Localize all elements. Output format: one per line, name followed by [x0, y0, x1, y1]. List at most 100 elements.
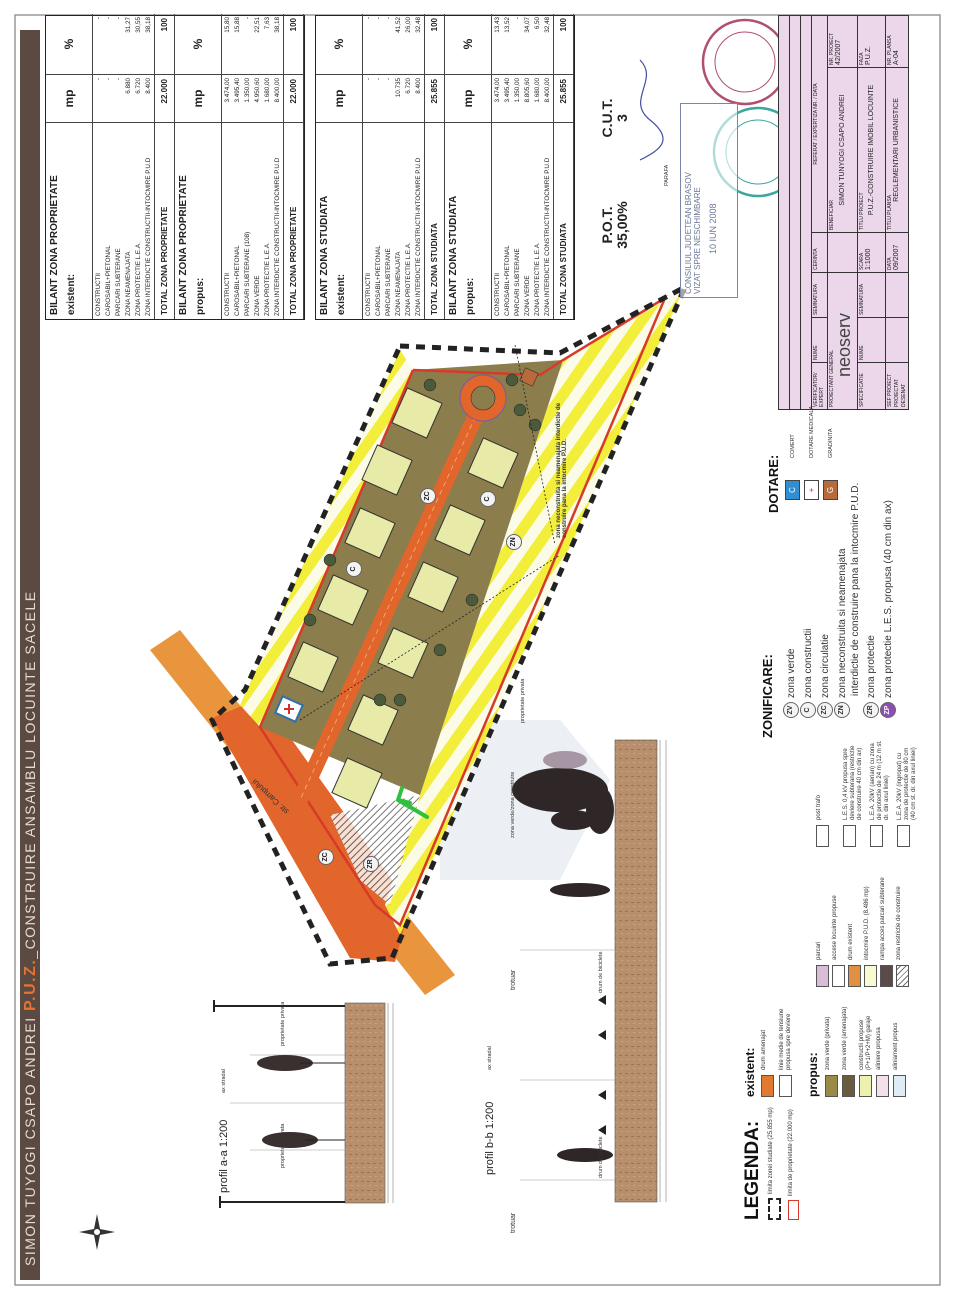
verificator-header: VERIFICATOR/ EXPERT — [812, 362, 827, 409]
tree — [373, 693, 387, 707]
table-section-label: propus: — [465, 277, 476, 315]
unit-header-mp: mp — [46, 74, 93, 122]
table-row-name: ZONA INTERDICTIE CONSTRUCTII-INTOCMIRE P… — [274, 157, 281, 316]
zone-code-badge: ZC — [817, 702, 834, 718]
table-row-mp: 8.400,00 — [544, 78, 551, 103]
table-row-name: CONSTRUCTII — [365, 272, 372, 316]
titlu-proiect-label: TITLU PROIECT — [859, 192, 865, 230]
table-row-mp: - — [95, 78, 102, 81]
table-total-pct: 100 — [284, 14, 304, 74]
property-label: proprietate privata — [520, 678, 526, 723]
proiectat-label: PROIECTAT — [894, 379, 900, 407]
tree — [433, 643, 447, 657]
table-row-mp: 1.350,00 — [514, 78, 521, 103]
unit-header-mp: mp — [175, 74, 222, 122]
legend-label: rampa acces parcari subterane — [880, 877, 886, 960]
cut-label: C.U.T. — [599, 98, 615, 138]
legend-label: aliniament propus — [893, 1022, 899, 1070]
street-campului — [212, 698, 410, 962]
specificatie-header: SPECIFICATIE — [858, 362, 885, 409]
stamp-date: 10 IUN 2008 — [708, 203, 718, 254]
profile-a-a — [213, 1000, 394, 1208]
legend-label: drum amenajat — [761, 1029, 767, 1070]
legend-swatch — [843, 825, 856, 847]
table-total-label: TOTAL ZONA PROPRIETATE — [155, 122, 175, 319]
table-row-mp: 3.474,00 — [224, 78, 231, 103]
table-row-pct: - — [95, 17, 102, 20]
table-row-name: ZONA INTERDICTIE CONSTRUCTII-INTOCMIRE P… — [415, 157, 422, 316]
nr-proiect-value: 42/2007 — [835, 39, 842, 65]
table-row-mp: 8.400 — [145, 78, 152, 94]
legend-label: constructii propuse (P+1/P+2+M) garaje — [859, 1015, 872, 1070]
building-lot — [287, 641, 339, 693]
table-row-mp: 6.880 — [125, 78, 132, 94]
legend-label: accese locuinte propuse — [832, 895, 838, 960]
table-row-name: ZONA PROTECTIE L.E.A. — [135, 242, 142, 316]
table-row-name: CAROSABIL+PIETONAL — [234, 245, 241, 316]
section-marker — [213, 1000, 345, 1012]
legend-swatch — [788, 1200, 799, 1220]
table-row-mp: - — [365, 78, 372, 81]
legend-label: linie medie de tensiune propusa spre dev… — [779, 1008, 792, 1070]
dotare-label: DOTARE MEDICALA — [808, 405, 815, 458]
table-row-pct: 31,27 — [125, 17, 132, 33]
tree — [543, 751, 587, 769]
nume-header: NUME — [812, 317, 827, 362]
referat-header: REFERAT / EXPERTIZA NR. / DATA — [813, 83, 819, 165]
property-label: proprietate privata — [280, 1001, 286, 1046]
table-row-pct: - — [514, 17, 521, 20]
unit-header-pct: % — [445, 14, 492, 74]
table-row-name: PARCARI SUBTERANE — [514, 248, 521, 316]
legend-swatch — [761, 1075, 774, 1097]
table-total-mp: 22.000 — [155, 74, 175, 122]
stamp-line: CONSILIUL JUDETEAN BRASOV — [684, 172, 693, 294]
building-lot — [344, 507, 396, 559]
beneficiar-label: BENEFICIAR — [829, 199, 835, 230]
table-title: BILANT ZONA PROPRIETATE — [178, 175, 189, 315]
table-row-pct: 22,51 — [254, 17, 261, 33]
building-lot — [391, 387, 443, 439]
table-row-mp: 6.720 — [135, 78, 142, 94]
zonificare-title: ZONIFICARE: — [760, 654, 775, 738]
zonificare-item: Czona constructii — [800, 483, 817, 718]
table-row-pct: 32,48 — [544, 17, 551, 33]
tree — [465, 593, 479, 607]
table-row-name: CONSTRUCTII — [494, 272, 501, 316]
profile-bb-title: profil b-b 1:200 — [484, 1101, 496, 1175]
table-row-mp: - — [115, 78, 122, 81]
table-row-name: PARCARI SUBTERANE — [385, 248, 392, 316]
table-section-label: existent: — [66, 273, 77, 315]
section-marker — [219, 1196, 345, 1208]
legend-label: parcari — [816, 941, 822, 960]
cerinta-header: CERINTA — [812, 232, 827, 272]
legend-swatch — [825, 1075, 838, 1097]
zone-code-badge: ZN — [834, 702, 851, 718]
legend-swatch — [859, 1075, 872, 1097]
sidewalk-label: trotuar — [510, 1212, 517, 1233]
medical-cross-icon — [284, 704, 294, 714]
table-row-name: ZONA INTERDICTIE CONSTRUCTII-INTOCMIRE P… — [145, 157, 152, 316]
ground-band — [614, 739, 658, 1203]
signature — [639, 59, 664, 161]
table-row-mp: 4.950,60 — [254, 78, 261, 103]
legend-label: L.E.A. 20kV (ingropat) cu zona de protec… — [897, 747, 917, 820]
table-row-pct: 15,88 — [234, 17, 241, 33]
building-lot — [377, 627, 429, 679]
zonificare-item: ZVzona verde — [783, 483, 800, 718]
table-title: BILANT ZONA PROPRIETATE — [49, 175, 60, 315]
legend-label: aliniere propusa — [876, 1027, 882, 1070]
zone-label: zona protectie L.E.S. propusa (40 cm din… — [883, 500, 894, 698]
cj-brasov-stamp: CONSILIUL JUDETEAN BRASOV VIZAT SPRE NES… — [680, 103, 738, 298]
table-row-pct: 13,43 — [494, 17, 501, 33]
table-row-pct: 38,18 — [145, 17, 152, 33]
legend-property-limit: limita de proprietate (22.000 mp) — [788, 1102, 799, 1220]
table-row-name: ZONA NEAMENAJATA — [125, 251, 132, 317]
legend-label: L.E.S. 0,4 kV propusa spre deviere subte… — [843, 745, 863, 820]
dotare-title: DOTARE: — [766, 454, 781, 513]
